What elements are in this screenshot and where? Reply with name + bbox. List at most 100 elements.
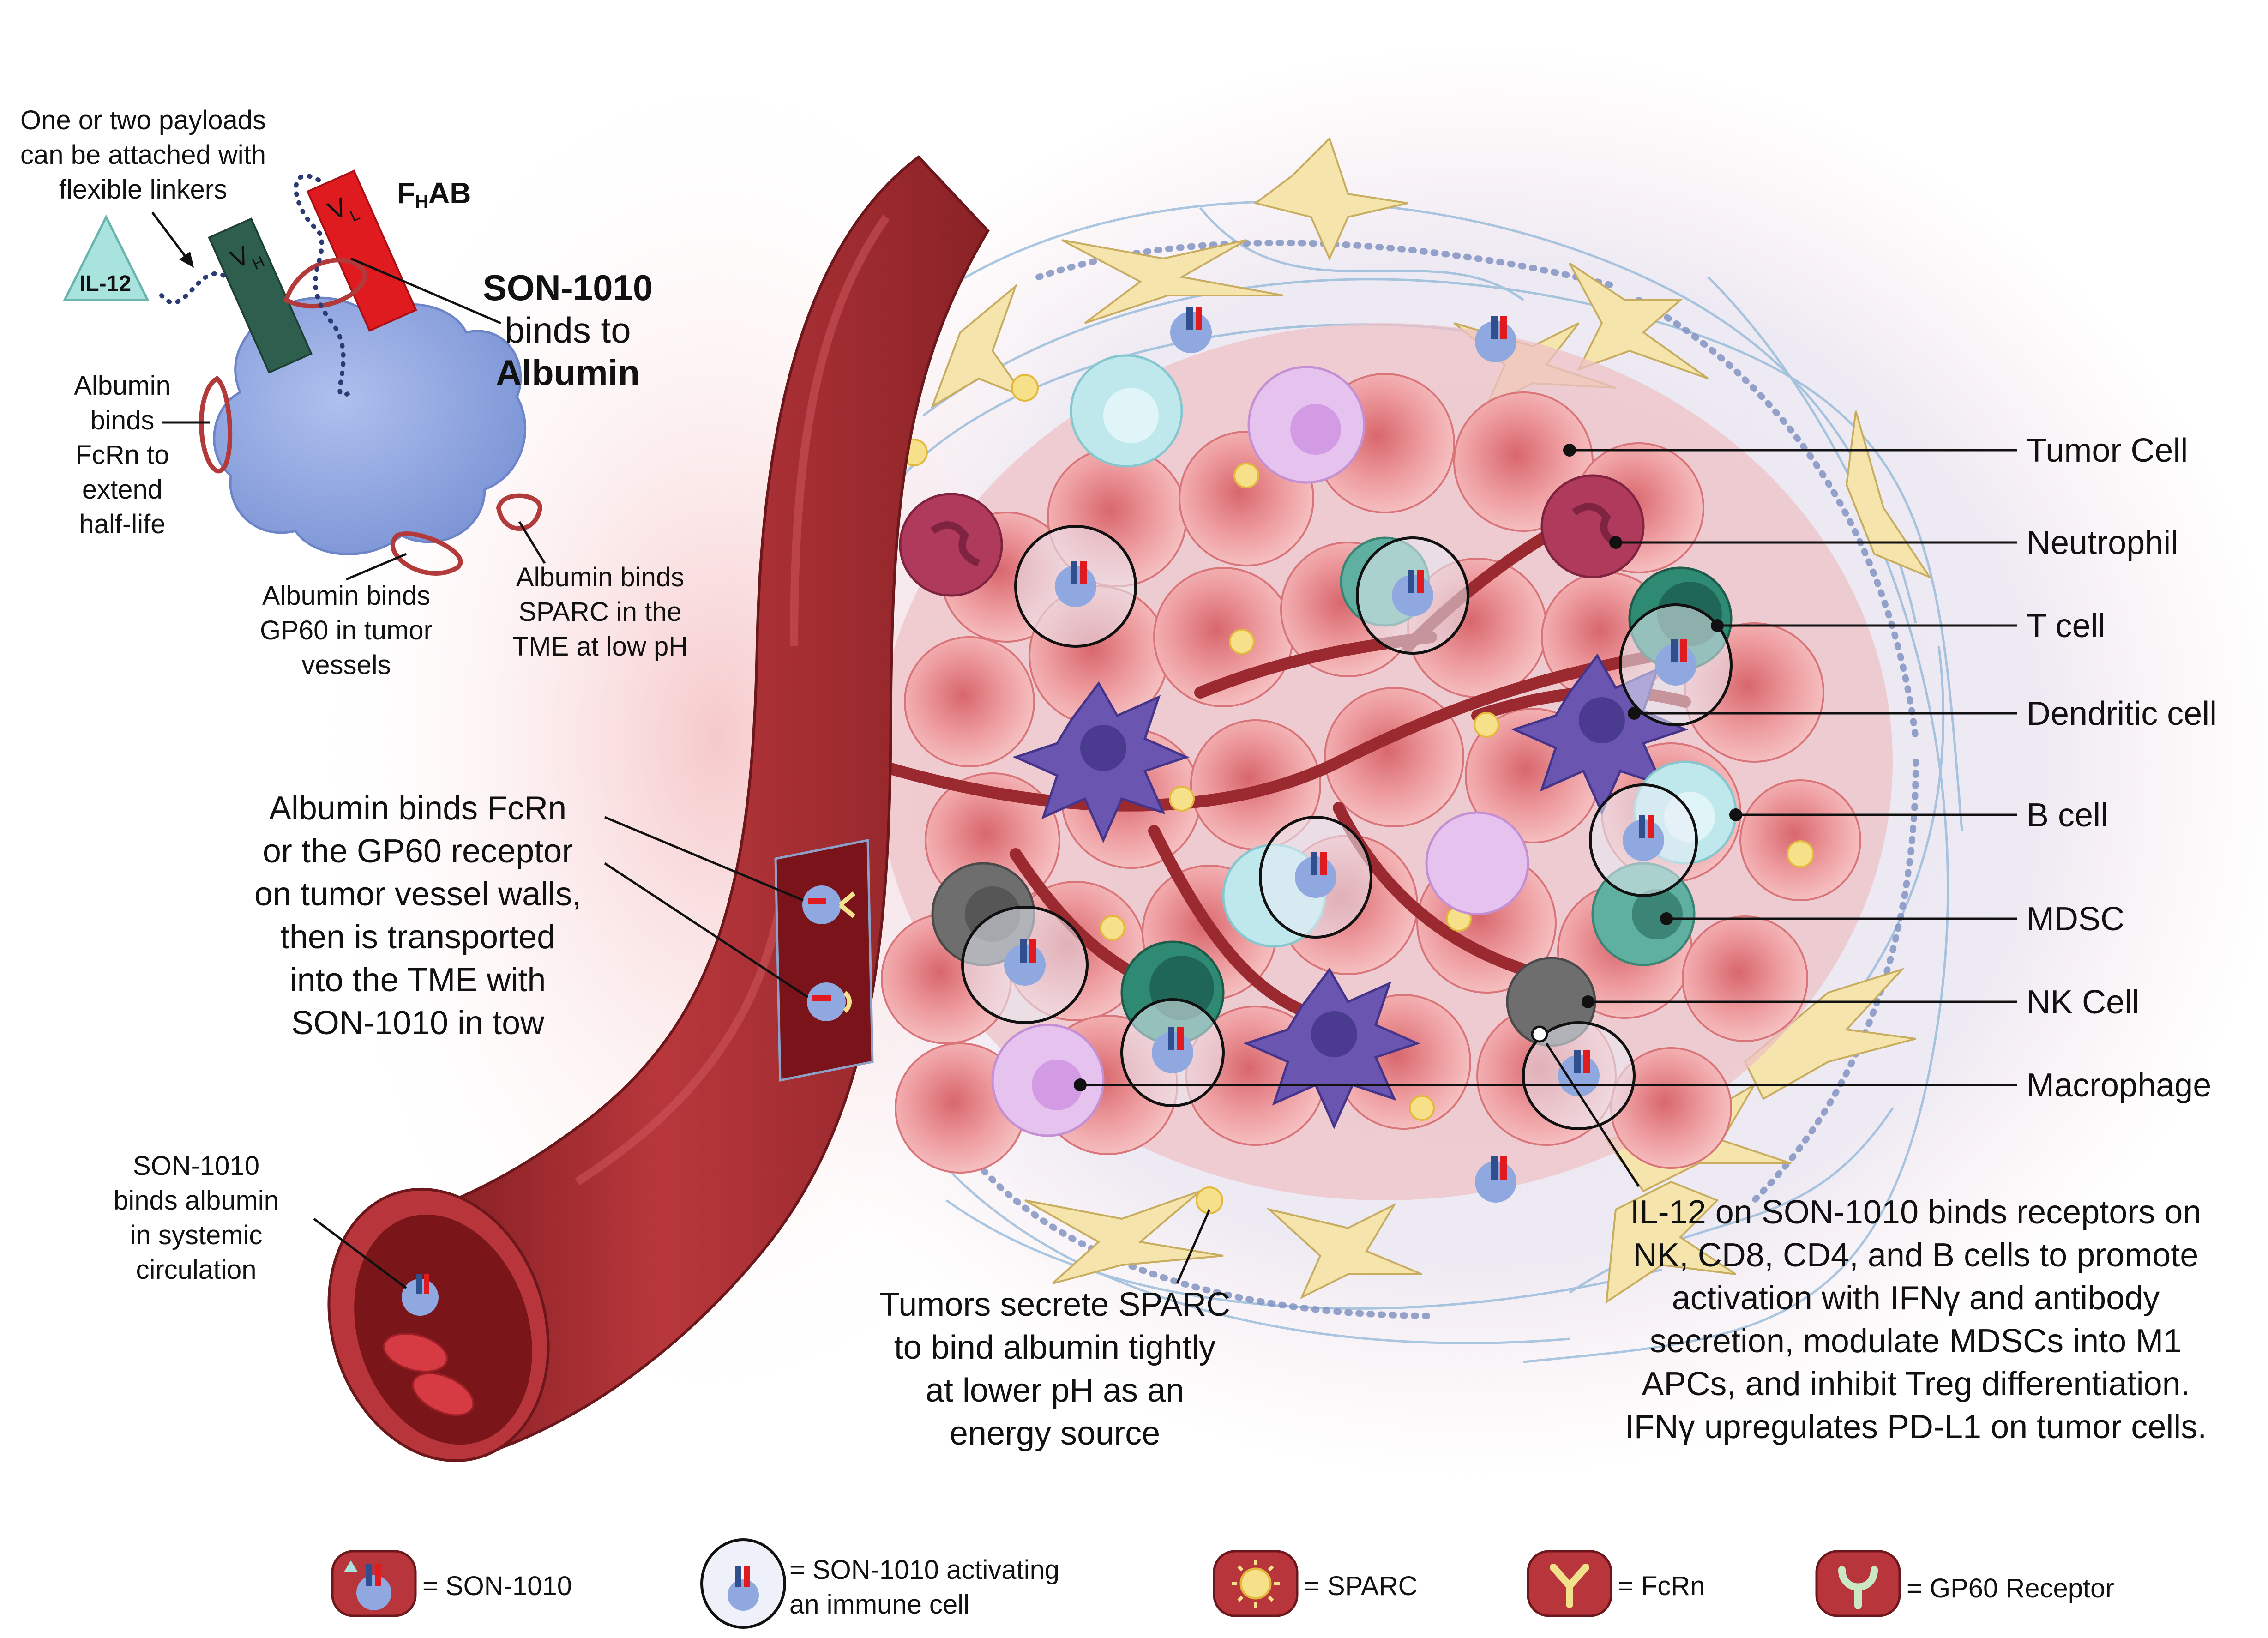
sparc-albumin-note-line1: Albumin binds xyxy=(516,562,684,592)
payload-note-line1: One or two payloads xyxy=(20,105,266,135)
transport-note-line6: SON-1010 in tow xyxy=(291,1005,545,1042)
gp60-note-line2: GP60 in tumor xyxy=(260,615,433,645)
tumor-sparc-pointer xyxy=(1176,1209,1211,1284)
transport-pointer-gp60 xyxy=(604,862,809,999)
fcrn-note-line4: extend xyxy=(82,475,162,505)
sparc-binding-loop xyxy=(496,493,543,531)
systemic-note: SON-1010 binds albumin in systemic circu… xyxy=(114,1151,279,1285)
payload-note-line3: flexible linkers xyxy=(59,175,227,205)
systemic-note-line2: binds albumin xyxy=(114,1186,279,1216)
legend-fcrn-label: = FcRn xyxy=(1618,1571,1705,1601)
fcrn-note-line3: FcRn to xyxy=(75,440,169,470)
gp60-note-line3: vessels xyxy=(301,650,391,680)
il12-note-line3: activation with IFNγ and antibody xyxy=(1672,1280,2160,1317)
payload-arrow xyxy=(151,211,188,259)
il12-note-line4: secretion, modulate MDSCs into M1 xyxy=(1650,1323,2182,1360)
label-nk-cell: NK Cell xyxy=(2027,984,2139,1021)
il12-note-line2: NK, CD8, CD4, and B cells to promote xyxy=(1633,1237,2199,1274)
dendritic-cell-bottom xyxy=(1243,967,1420,1130)
systemic-note-line3: in systemic xyxy=(130,1220,263,1250)
fcrn-note-line5: half-life xyxy=(79,509,166,539)
macrophage-center xyxy=(1425,811,1529,915)
son1010-title: SON-1010 xyxy=(483,267,653,308)
tumor-sparc-note-line3: at lower pH as an xyxy=(926,1372,1184,1409)
neutrophil-left xyxy=(899,493,1003,597)
il12-note-line5: APCs, and inhibit Treg differentiation. xyxy=(1642,1366,2190,1403)
label-mdsc: MDSC xyxy=(2027,901,2124,938)
label-neutrophil: Neutrophil xyxy=(2027,524,2178,561)
il12-label: IL-12 xyxy=(79,271,131,296)
systemic-note-line4: circulation xyxy=(136,1255,256,1285)
legend-son1010-activating: = SON-1010 activating an immune cell xyxy=(700,1538,1059,1629)
legend: = SON-1010 = SON-1010 activating an immu… xyxy=(331,1538,2114,1629)
il12-note-line6: IFNγ upregulates PD-L1 on tumor cells. xyxy=(1625,1409,2207,1445)
flexible-linker xyxy=(159,173,353,397)
sparc-albumin-note-line3: TME at low pH xyxy=(512,632,688,662)
label-macrophage: Macrophage xyxy=(2027,1067,2211,1104)
fcrn-note: Albumin binds FcRn to extend half-life xyxy=(74,371,171,539)
vessel-opening xyxy=(327,1187,550,1463)
sparc-albumin-note: Albumin binds SPARC in the TME at low pH xyxy=(512,562,688,662)
legend-sparc-label: = SPARC xyxy=(1304,1571,1418,1601)
tumor-sparc-note-line4: energy source xyxy=(950,1415,1160,1452)
tumor-sparc-note-line1: Tumors secrete SPARC xyxy=(879,1286,1230,1323)
dendritic-cell-left xyxy=(1012,681,1190,843)
cell-labels: Tumor Cell Neutrophil T cell Dendritic c… xyxy=(2027,432,2217,1104)
tumor-sparc-note-line2: to bind albumin tightly xyxy=(894,1329,1215,1366)
son1010-pointer xyxy=(350,257,501,325)
vh-domain: V H xyxy=(208,217,313,374)
transport-note: Albumin binds FcRn or the GP60 receptor … xyxy=(254,790,581,1042)
transport-pointer-fcrn xyxy=(604,816,804,902)
legend-fcrn: = FcRn xyxy=(1527,1550,1705,1617)
il12-note-line1: IL-12 on SON-1010 binds receptors on xyxy=(1630,1194,2202,1231)
transport-note-line1: Albumin binds FcRn xyxy=(269,790,566,827)
label-t-cell: T cell xyxy=(2027,608,2106,644)
transport-note-line5: into the TME with xyxy=(290,962,546,999)
payload-arrowhead xyxy=(179,252,194,268)
son1010-albumin: Albumin xyxy=(496,352,640,393)
gp60-note: Albumin binds GP60 in tumor vessels xyxy=(260,581,433,680)
fcrn-binding-loop xyxy=(199,375,233,474)
il12-mechanism-note: IL-12 on SON-1010 binds receptors on NK,… xyxy=(1625,1194,2207,1445)
transport-note-line2: or the GP60 receptor xyxy=(263,833,573,870)
systemic-pointer xyxy=(313,1218,407,1289)
transport-note-line4: then is transported xyxy=(280,919,555,956)
macrophage-top xyxy=(1247,366,1366,484)
label-b-cell: B cell xyxy=(2027,797,2108,834)
transport-note-line3: on tumor vessel walls, xyxy=(254,876,581,913)
son1010-binds: binds to xyxy=(505,310,631,350)
legend-son1010-label: = SON-1010 xyxy=(422,1571,572,1601)
gp60-note-pointer xyxy=(346,553,407,581)
fcrn-note-line2: binds xyxy=(90,405,155,435)
neutrophil-right xyxy=(1540,474,1645,578)
payload-note: One or two payloads can be attached with… xyxy=(20,105,266,205)
gp60-note-line1: Albumin binds xyxy=(262,581,430,611)
son1010-binding-title: SON-1010 binds to Albumin xyxy=(483,267,653,393)
vessel-wall-window xyxy=(774,838,874,1082)
fhab-label: FHAB xyxy=(397,176,471,212)
vessel-highlight xyxy=(575,214,890,1186)
payload-note-line2: can be attached with xyxy=(20,140,266,170)
legend-sparc: = SPARC xyxy=(1213,1550,1418,1617)
sparc-albumin-pointer xyxy=(518,521,546,564)
systemic-note-line1: SON-1010 xyxy=(133,1151,259,1181)
label-tumor-cell: Tumor Cell xyxy=(2027,432,2188,469)
son1010-on-immune-cells xyxy=(1004,307,1696,1203)
legend-activating-line2: an immune cell xyxy=(789,1590,969,1620)
legend-son1010: = SON-1010 xyxy=(331,1550,572,1617)
cell-label-dots xyxy=(1074,444,1742,1091)
macrophage-left xyxy=(991,1024,1105,1137)
il12-payload: IL-12 xyxy=(62,214,150,301)
legend-gp60: = GP60 Receptor xyxy=(1815,1550,2114,1617)
legend-gp60-label: = GP60 Receptor xyxy=(1907,1573,2114,1603)
legend-activating-line1: = SON-1010 activating xyxy=(789,1555,1059,1585)
fcrn-note-line1: Albumin xyxy=(74,371,171,401)
gp60-binding-loop xyxy=(390,531,463,576)
bcell-top xyxy=(1070,354,1183,468)
cell-label-lines xyxy=(1080,449,2017,1086)
label-dendritic-cell: Dendritic cell xyxy=(2027,695,2217,732)
sparc-albumin-note-line2: SPARC in the xyxy=(518,597,682,627)
il12-note-anchor xyxy=(1531,1025,1548,1043)
il12-note-pointer xyxy=(1545,1042,1640,1187)
